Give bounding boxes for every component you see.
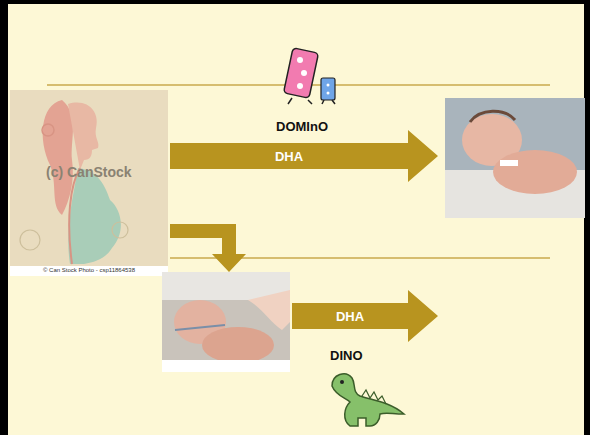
frame-left [0, 0, 8, 435]
arrow-shape: DHA [170, 130, 438, 182]
frame-top [0, 0, 590, 4]
study-name: DOMInO [276, 119, 328, 134]
study-name: DINO [330, 348, 363, 363]
arrow-outline [292, 290, 438, 342]
preterm-infant-photo [162, 272, 290, 372]
arrow-shape: DHA [292, 290, 438, 342]
domino-icon [284, 48, 335, 104]
newborn-photo [445, 98, 585, 218]
dinosaur-icon [332, 374, 404, 426]
arrow-fill [170, 130, 438, 182]
arrow-fill [292, 290, 438, 342]
arrow-label: DHA [275, 149, 303, 164]
arrow-label: DHA [336, 309, 364, 324]
pregnant-woman-illustration [10, 90, 168, 276]
image-credit: © Can Stock Photo - csp11864538 [43, 267, 135, 273]
watermark: (c) CanStock [46, 164, 132, 180]
arrow-outline [170, 130, 438, 182]
bent-arrow [170, 224, 246, 272]
